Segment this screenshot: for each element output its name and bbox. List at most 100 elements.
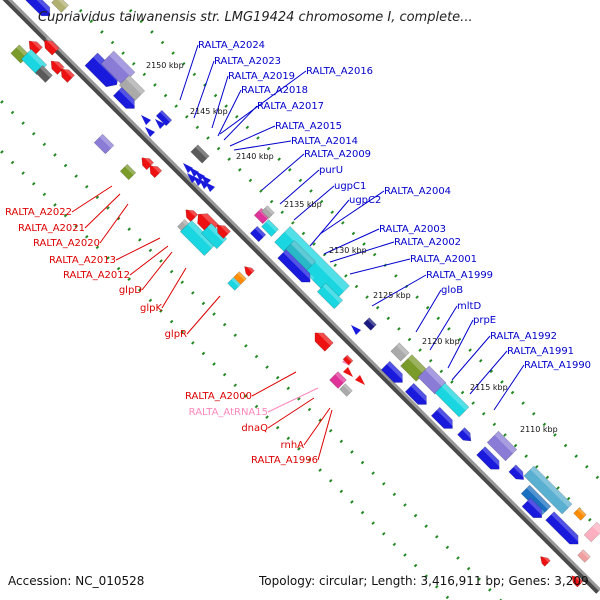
gene-arrow[interactable] <box>183 163 193 173</box>
gene-feature[interactable] <box>190 144 210 164</box>
reverse-gene-label[interactable]: glpR <box>165 329 187 340</box>
gene-arrow[interactable] <box>189 167 199 177</box>
gene-feature[interactable] <box>508 464 528 483</box>
gene-feature[interactable] <box>404 382 431 408</box>
gene-feature[interactable] <box>242 263 255 277</box>
forward-gene-label[interactable]: mltD <box>457 301 481 312</box>
gene-feature[interactable] <box>520 484 552 516</box>
gene-feature[interactable] <box>339 383 353 397</box>
gene-feature[interactable] <box>112 86 139 112</box>
gene-feature[interactable] <box>457 427 475 445</box>
label-leader-line <box>371 274 427 307</box>
gene-arrow[interactable] <box>351 325 361 335</box>
label-leader-line <box>267 387 319 413</box>
forward-gene-label[interactable]: ugpC2 <box>349 195 381 206</box>
gene-feature[interactable] <box>569 572 584 588</box>
gene-feature[interactable] <box>182 206 199 223</box>
reverse-gene-label[interactable]: RALTA_A2021 <box>18 223 85 234</box>
forward-gene-label[interactable]: RALTA_A1990 <box>524 360 591 371</box>
gene-feature[interactable] <box>51 0 69 13</box>
forward-gene-label[interactable]: RALTA_A1991 <box>507 346 574 357</box>
gene-arrow[interactable] <box>199 179 209 189</box>
gene-feature[interactable] <box>583 521 600 543</box>
reverse-gene-label[interactable]: RALTA_A2000 <box>185 391 252 402</box>
forward-gene-label[interactable]: RALTA_A2015 <box>275 121 342 132</box>
gene-feature[interactable] <box>380 360 407 386</box>
gene-arrow[interactable] <box>355 375 365 385</box>
forward-gene-label[interactable]: RALTA_A2016 <box>306 66 373 77</box>
forward-gene-label[interactable]: RALTA_A2004 <box>384 186 451 197</box>
reverse-gene-label[interactable]: glpD <box>119 285 142 296</box>
gene-feature[interactable] <box>25 0 55 20</box>
forward-gene-label[interactable]: RALTA_A2018 <box>241 85 308 96</box>
gene-arrow[interactable] <box>187 173 197 183</box>
gene-arrow[interactable] <box>205 182 215 192</box>
forward-gene-label[interactable]: RALTA_A2009 <box>304 149 371 160</box>
reverse-gene-label[interactable]: RALTA_A2012 <box>63 270 130 281</box>
gene-feature[interactable] <box>58 65 75 83</box>
forward-gene-label[interactable]: RALTA_A2002 <box>394 237 461 248</box>
gene-arrow[interactable] <box>193 176 203 186</box>
forward-gene-label[interactable]: purU <box>319 165 343 176</box>
reverse-gene-label[interactable]: RALTA_A2020 <box>33 238 100 249</box>
gene-feature[interactable] <box>390 342 410 362</box>
forward-gene-label[interactable]: RALTA_A2014 <box>291 136 358 147</box>
gene-feature[interactable] <box>261 219 279 237</box>
forward-gene-label[interactable]: RALTA_A2001 <box>410 254 477 265</box>
forward-gene-label[interactable]: RALTA_A2003 <box>379 224 446 235</box>
gene-feature[interactable] <box>430 406 457 432</box>
reverse-gene-label[interactable]: RALTA_A2022 <box>5 207 72 218</box>
gene-feature[interactable] <box>363 317 377 331</box>
reverse-gene-label[interactable]: rnhA <box>281 440 305 451</box>
gene-feature[interactable] <box>417 365 447 395</box>
gene-feature[interactable] <box>538 553 551 567</box>
gene-arrow[interactable] <box>201 175 211 185</box>
gene-arrow[interactable] <box>145 127 155 137</box>
gene-feature[interactable] <box>155 109 173 127</box>
gene-feature[interactable] <box>434 382 470 418</box>
gene-arrow[interactable] <box>343 367 353 377</box>
gene-feature[interactable] <box>146 162 163 179</box>
gene-feature[interactable] <box>233 271 247 285</box>
gene-feature[interactable] <box>93 133 115 155</box>
gene-feature[interactable] <box>545 511 583 549</box>
gene-feature[interactable] <box>329 371 347 389</box>
gene-feature[interactable] <box>311 328 334 352</box>
gene-feature[interactable] <box>261 205 275 219</box>
gene-feature[interactable] <box>35 65 53 83</box>
rna-gene-label[interactable]: RALTA_AtRNA15 <box>189 407 268 418</box>
gene-feature[interactable] <box>342 354 354 366</box>
gene-arrow[interactable] <box>141 115 151 125</box>
gene-feature[interactable] <box>277 249 315 287</box>
gene-feature[interactable] <box>521 497 547 522</box>
gene-feature[interactable] <box>214 221 231 239</box>
label-leader-line <box>84 193 121 229</box>
reverse-gene-label[interactable]: RALTA_A2013 <box>49 255 116 266</box>
forward-gene-label[interactable]: RALTA_A2017 <box>257 101 324 112</box>
reverse-gene-label[interactable]: dnaQ <box>241 423 268 434</box>
forward-gene-label[interactable]: ugpC1 <box>334 181 366 192</box>
scale-tick-label: 2115 kbp <box>470 383 508 392</box>
gene-feature[interactable] <box>41 36 60 56</box>
gene-feature[interactable] <box>48 57 65 75</box>
forward-gene-label[interactable]: RALTA_A1999 <box>426 270 493 281</box>
gene-feature[interactable] <box>486 430 518 462</box>
gene-feature[interactable] <box>316 282 344 310</box>
reverse-gene-label[interactable]: glpK <box>140 303 162 314</box>
gene-feature[interactable] <box>523 465 573 515</box>
gene-feature[interactable] <box>227 277 241 291</box>
forward-gene-label[interactable]: RALTA_A2019 <box>228 71 295 82</box>
gene-feature[interactable] <box>119 163 137 181</box>
gene-feature[interactable] <box>249 225 267 243</box>
reverse-gene-label[interactable]: RALTA_A1996 <box>251 455 318 466</box>
forward-gene-label[interactable]: prpE <box>473 315 496 326</box>
gene-feature[interactable] <box>577 549 591 563</box>
forward-gene-label[interactable]: RALTA_A2024 <box>198 40 265 51</box>
gene-arrow[interactable] <box>195 171 205 181</box>
forward-gene-label[interactable]: RALTA_A2023 <box>214 56 281 67</box>
gene-feature[interactable] <box>476 446 504 474</box>
forward-gene-label[interactable]: gloB <box>441 285 463 296</box>
forward-gene-label[interactable]: RALTA_A1992 <box>490 331 557 342</box>
gene-feature[interactable] <box>573 507 587 521</box>
gene-arrow[interactable] <box>155 119 165 129</box>
